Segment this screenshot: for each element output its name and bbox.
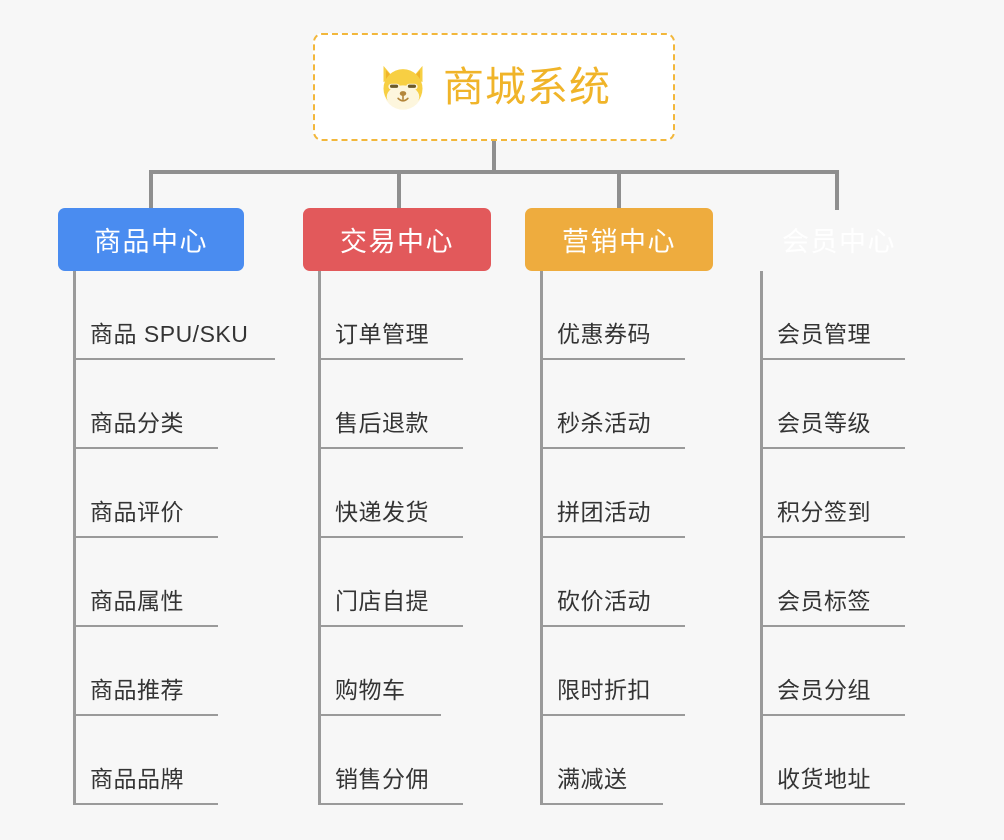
leaf-label: 收货地址 xyxy=(777,766,871,792)
leaf-label: 会员分组 xyxy=(777,677,871,703)
leaf-label: 快递发货 xyxy=(335,499,429,525)
leaf-label: 砍价活动 xyxy=(557,588,651,614)
leaf-label: 会员标签 xyxy=(777,588,871,614)
branch-trunk-2 xyxy=(318,271,321,805)
leaf-label: 售后退款 xyxy=(335,410,429,436)
leaf-label: 限时折扣 xyxy=(557,677,651,703)
category-header-label: 交易中心 xyxy=(340,227,454,257)
leaf-label: 商品 SPU/SKU xyxy=(90,321,249,347)
leaf-underline xyxy=(760,714,905,716)
root-node[interactable]: 商城系统 xyxy=(313,33,675,141)
leaf-label: 会员等级 xyxy=(777,410,871,436)
category-header-2[interactable]: 交易中心 xyxy=(303,208,491,271)
category-header-label: 商品中心 xyxy=(94,227,208,257)
leaf-underline xyxy=(540,536,685,538)
leaf-underline xyxy=(318,447,463,449)
leaf-underline xyxy=(73,714,218,716)
category-header-3[interactable]: 营销中心 xyxy=(525,208,713,271)
category-header-4[interactable]: 会员中心 xyxy=(745,208,933,271)
branch-trunk-3 xyxy=(540,271,543,805)
connector-drop-4 xyxy=(835,170,839,210)
leaf-label: 商品推荐 xyxy=(90,677,184,703)
shiba-dog-face-icon xyxy=(377,61,429,113)
leaf-underline xyxy=(73,625,218,627)
category-header-label: 营销中心 xyxy=(562,227,676,257)
leaf-underline xyxy=(760,447,905,449)
leaf-underline xyxy=(760,625,905,627)
connector-drop-3 xyxy=(617,170,621,210)
leaf-underline xyxy=(540,714,685,716)
leaf-underline xyxy=(73,536,218,538)
connector-root-stub xyxy=(492,141,496,173)
category-header-1[interactable]: 商品中心 xyxy=(58,208,244,271)
leaf-underline xyxy=(73,803,218,805)
root-title: 商城系统 xyxy=(443,63,611,110)
leaf-underline xyxy=(540,803,663,805)
leaf-underline xyxy=(760,536,905,538)
leaf-underline xyxy=(540,358,685,360)
leaf-underline xyxy=(318,714,441,716)
leaf-label: 拼团活动 xyxy=(557,499,651,525)
leaf-underline xyxy=(318,803,463,805)
leaf-underline xyxy=(73,358,275,360)
leaf-underline xyxy=(760,358,905,360)
leaf-label: 优惠券码 xyxy=(557,321,651,347)
connector-horizontal-bus xyxy=(149,170,839,174)
connector-drop-2 xyxy=(397,170,401,210)
leaf-label: 积分签到 xyxy=(777,499,871,525)
leaf-underline xyxy=(540,625,685,627)
leaf-underline xyxy=(318,536,463,538)
leaf-label: 订单管理 xyxy=(335,321,429,347)
leaf-underline xyxy=(540,447,685,449)
leaf-label: 销售分佣 xyxy=(335,766,429,792)
leaf-label: 门店自提 xyxy=(335,588,429,614)
leaf-label: 商品评价 xyxy=(90,499,184,525)
leaf-underline xyxy=(73,447,218,449)
leaf-underline xyxy=(318,625,463,627)
leaf-label: 秒杀活动 xyxy=(557,410,651,436)
connector-drop-1 xyxy=(149,170,153,210)
leaf-underline xyxy=(760,803,905,805)
leaf-label: 会员管理 xyxy=(777,321,871,347)
branch-trunk-1 xyxy=(73,271,76,805)
leaf-label: 购物车 xyxy=(335,677,406,703)
leaf-underline xyxy=(318,358,463,360)
category-header-label: 会员中心 xyxy=(782,227,896,257)
leaf-label: 商品属性 xyxy=(90,588,184,614)
leaf-label: 商品品牌 xyxy=(90,766,184,792)
leaf-label: 满减送 xyxy=(557,766,628,792)
leaf-label: 商品分类 xyxy=(90,410,184,436)
branch-trunk-4 xyxy=(760,271,763,805)
